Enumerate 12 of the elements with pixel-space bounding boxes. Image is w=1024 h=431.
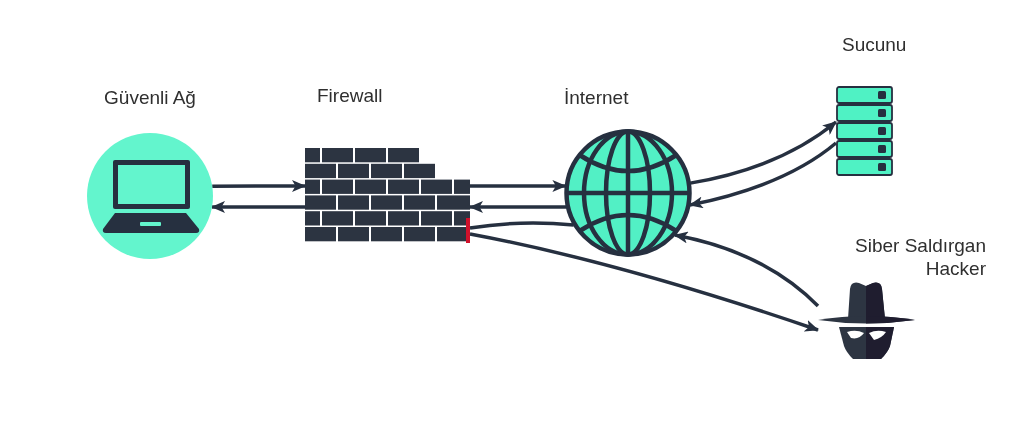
node-label: Siber Saldırgan Hacker [854, 234, 986, 280]
node-label: Güvenli Ağ [103, 86, 197, 109]
arrow [212, 180, 306, 192]
connector-line [469, 221, 574, 230]
arrow [469, 232, 819, 332]
node-label: İnternet [564, 86, 630, 109]
node-label: Sucunu [842, 33, 908, 56]
arrow [469, 201, 567, 213]
node-label: Firewall [317, 84, 384, 107]
arrow [689, 120, 838, 185]
arrow [673, 231, 820, 308]
arrow [211, 200, 305, 213]
